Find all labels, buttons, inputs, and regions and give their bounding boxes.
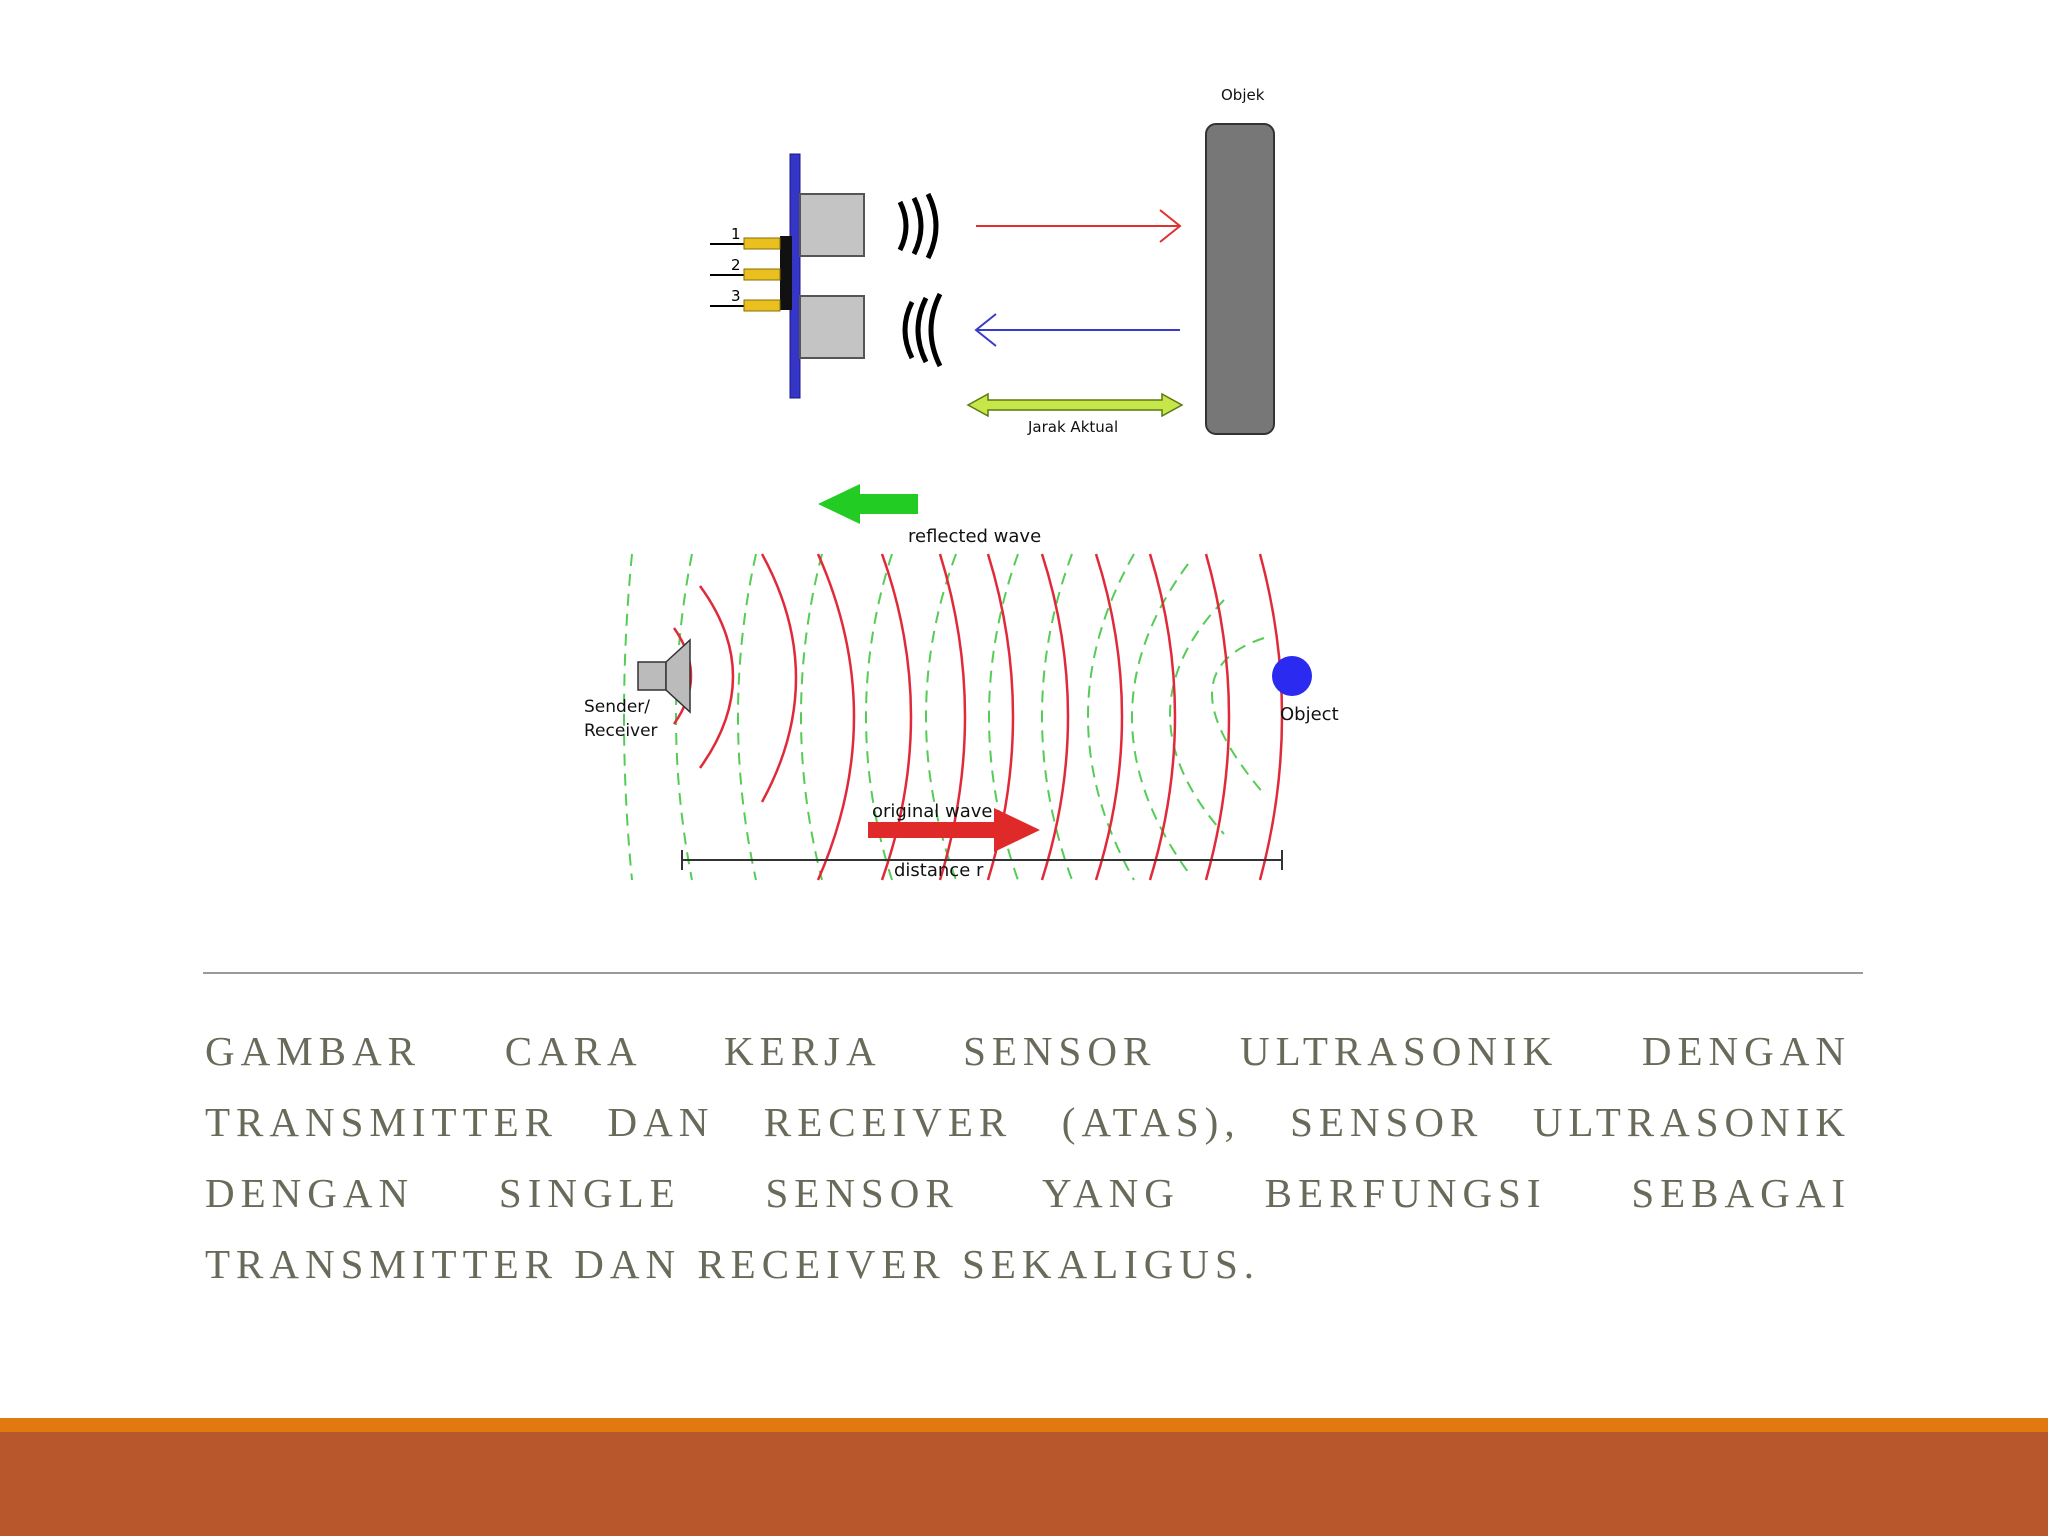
caption-divider: [203, 972, 1863, 974]
reflected-wave-arrow: [860, 494, 918, 514]
transmit-arrow: [976, 209, 1182, 243]
sensor-chip: [780, 236, 792, 310]
distance-r-label: distance r: [894, 860, 984, 881]
sensor-pins: [710, 237, 781, 312]
object-label: Objek: [1221, 86, 1265, 104]
single-sensor-diagram: reflected wave: [584, 484, 1339, 881]
reflected-wave-label: reflected wave: [908, 526, 1041, 547]
footer-accent-line: [0, 1418, 2048, 1432]
transmitter-receiver-diagram: 1 2 3 Jarak Aktual: [710, 86, 1275, 436]
receiver-cylinder: [799, 295, 865, 359]
incoming-wave-arcs: [902, 292, 943, 368]
sender-receiver-speaker: [637, 638, 691, 714]
footer-bar: [0, 1432, 2048, 1536]
sender-label-line2: Receiver: [584, 721, 658, 741]
transmitter-cylinder: [799, 193, 865, 257]
distance-bar: [681, 850, 1283, 870]
object-block: [1205, 123, 1275, 435]
pin-label-1: 1: [731, 225, 741, 243]
pin-label-2: 2: [731, 256, 741, 274]
original-wave-arrow: [868, 808, 1040, 852]
object-label-bottom: Object: [1280, 704, 1339, 725]
sender-label-line1: Sender/: [584, 697, 650, 717]
distance-double-arrow: [966, 392, 1184, 418]
original-wave-label: original wave: [872, 801, 992, 822]
object-dot: [1272, 656, 1312, 696]
pin-label-3: 3: [731, 287, 741, 305]
outgoing-wave-arcs: [897, 192, 939, 260]
echo-arrow: [974, 313, 1180, 347]
figure-caption: GAMBAR CARA KERJA SENSOR ULTRASONIK DENG…: [205, 1028, 1851, 1287]
distance-label: Jarak Aktual: [1027, 418, 1118, 436]
